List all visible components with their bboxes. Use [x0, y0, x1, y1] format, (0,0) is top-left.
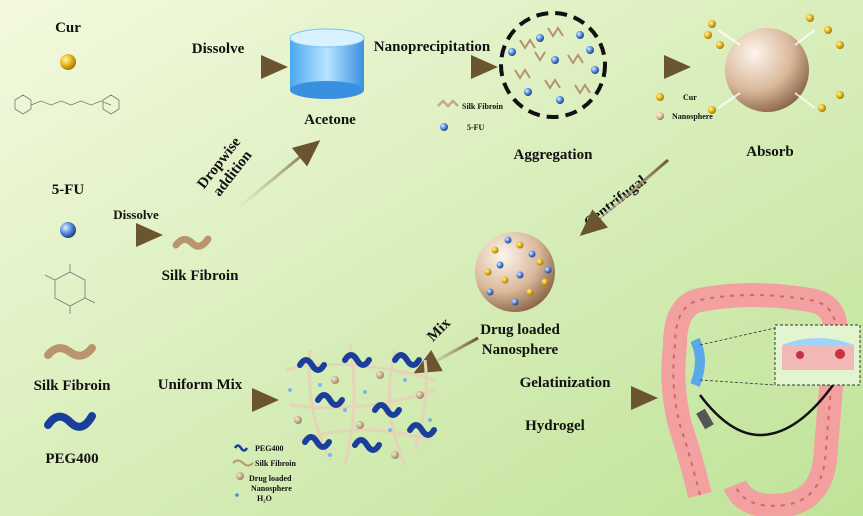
- uniform-mix-label: Uniform Mix: [158, 377, 243, 393]
- silk-fibroin-mid-label: Silk Fibroin: [162, 268, 239, 284]
- absorb-nanosphere: [704, 14, 844, 114]
- absorb-label: Absorb: [746, 144, 794, 160]
- legend-silk-fibroin-2: Silk Fibroin: [255, 459, 297, 468]
- nanoprecipitation-label: Nanoprecipitation: [374, 39, 491, 55]
- water-legend-icon: [235, 493, 239, 497]
- five-fu-molecule-icon: [60, 222, 76, 238]
- nanosphere-label: Nanosphere: [482, 342, 559, 358]
- cur-legend-icon: [656, 93, 664, 101]
- five-fu-label: 5-FU: [52, 182, 85, 198]
- dropwise-arrow: [231, 140, 321, 215]
- silk-fibroin-legend-icon: [437, 99, 459, 108]
- legend-peg400: PEG400: [255, 444, 283, 453]
- peg400-label: PEG400: [45, 451, 98, 467]
- silk-fibroin-left-label: Silk Fibroin: [34, 378, 111, 394]
- legend-silk-fibroin: Silk Fibroin: [462, 102, 504, 111]
- dissolve-mid-label: Dissolve: [113, 207, 159, 222]
- legend-nanosphere-2: Nanosphere: [251, 484, 292, 493]
- silk-fibroin-legend-icon-2: [232, 459, 254, 467]
- legend-drug-loaded: Drug loaded: [249, 474, 292, 483]
- five-fu-structure-icon: [44, 264, 96, 314]
- five-fu-legend-icon: [440, 123, 448, 131]
- peg400-icon: [44, 412, 96, 431]
- acetone-beaker-icon: [289, 28, 365, 99]
- hydrogel-network: [284, 344, 437, 466]
- centrifugal-arrow: [579, 158, 669, 236]
- gelatinization-label: Gelatinization: [520, 375, 611, 391]
- aggregation-label: Aggregation: [514, 147, 594, 163]
- cur-label: Cur: [55, 20, 81, 36]
- legend-five-fu: 5-FU: [467, 123, 485, 132]
- hydrogel-label: Hydrogel: [525, 418, 585, 434]
- curcumin-structure-icon: [14, 94, 120, 115]
- dissolve-label: Dissolve: [192, 41, 245, 57]
- acetone-label: Acetone: [304, 112, 356, 128]
- silk-fibroin-left-icon: [44, 344, 96, 360]
- legend-cur: Cur: [683, 93, 697, 102]
- drug-loaded-nanosphere: [475, 232, 555, 312]
- colon-illustration: [661, 283, 861, 516]
- legend-nanosphere: Nanosphere: [672, 112, 713, 121]
- legend-water: H₂O: [257, 494, 272, 503]
- aggregation-cluster: [499, 11, 607, 119]
- nanosphere-legend-icon: [656, 112, 664, 120]
- drug-loaded-label: Drug loaded: [480, 322, 560, 338]
- silk-fibroin-icon: [172, 235, 212, 250]
- drug-loaded-legend-icon: [236, 472, 244, 480]
- peg400-legend-icon: [233, 444, 249, 452]
- curcumin-molecule-icon: [60, 54, 76, 70]
